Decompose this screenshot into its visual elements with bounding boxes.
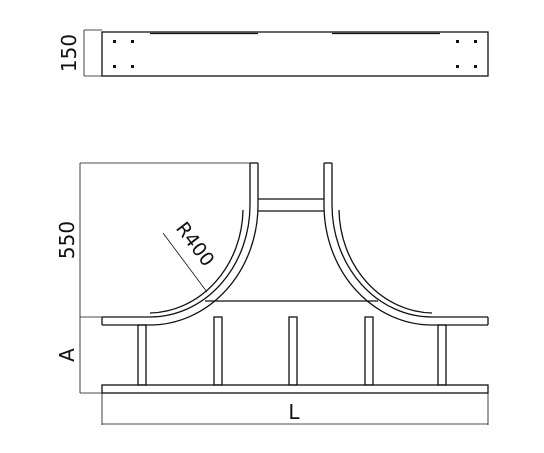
height-label-150: 150 — [57, 34, 81, 72]
left-curve-rail — [149, 204, 259, 326]
branch-rails — [249, 162, 333, 212]
radius-label: R400 — [171, 218, 218, 271]
dim-label-l: L — [288, 400, 300, 424]
dimension-550 — [79, 162, 258, 318]
radius-leader — [162, 232, 208, 293]
dim-label-a: A — [55, 348, 79, 362]
height-label-550: 550 — [55, 221, 79, 259]
ladder-rungs — [137, 316, 447, 386]
mounting-holes — [113, 40, 477, 68]
dimension-a — [79, 317, 102, 394]
main-ladder-rails — [101, 316, 489, 394]
dimension-l — [101, 393, 489, 425]
right-curve-rail — [323, 204, 433, 326]
top-view-rail — [83, 29, 489, 77]
